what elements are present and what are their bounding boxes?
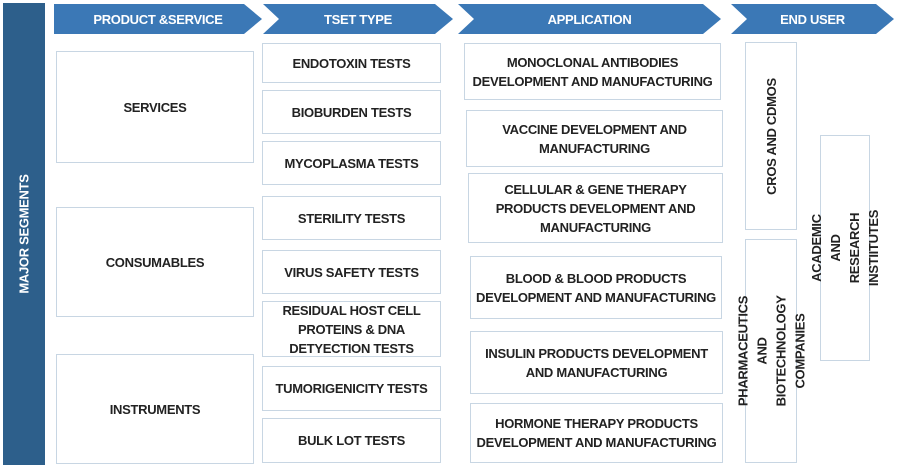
test-residual-host-cell: RESIDUAL HOST CELL PROTEINS & DNA DETYEC… <box>262 301 441 357</box>
app-blood-products: BLOOD & BLOOD PRODUCTS DEVELOPMENT AND M… <box>470 256 722 319</box>
end-user-academic: ACADEMIC AND RESEARCH INSTIITUTES <box>809 135 881 361</box>
test-virus-safety: VIRUS SAFETY TESTS <box>262 250 441 294</box>
header-test-type: TSET TYPE <box>263 4 453 34</box>
end-user-cros-cdmos: CROS AND CDMOS <box>745 42 797 230</box>
end-user-academic-label: ACADEMIC AND RESEARCH INSTIITUTES <box>809 209 882 287</box>
end-user-pharma-biotech: PHARMACEUTICS AND BIOTECHNOLOGY COMPANIE… <box>735 239 807 463</box>
app-insulin: INSULIN PRODUCTS DEVELOPMENT AND MANUFAC… <box>470 331 723 394</box>
end-user-pharma-biotech-label: PHARMACEUTICS AND BIOTECHNOLOGY COMPANIE… <box>735 295 808 407</box>
end-user-cros-cdmos-label: CROS AND CDMOS <box>763 77 779 195</box>
test-bioburden: BIOBURDEN TESTS <box>262 90 441 134</box>
test-sterility: STERILITY TESTS <box>262 196 441 240</box>
app-hormone-therapy: HORMONE THERAPY PRODUCTS DEVELOPMENT AND… <box>470 403 723 463</box>
app-monoclonal-antibodies: MONOCLONAL ANTIBODIES DEVELOPMENT AND MA… <box>464 43 721 100</box>
test-bulk-lot: BULK LOT TESTS <box>262 418 441 463</box>
product-services: SERVICES <box>56 51 254 163</box>
major-segments-bar: MAJOR SEGMENTS <box>3 3 45 465</box>
app-vaccine: VACCINE DEVELOPMENT AND MANUFACTURING <box>466 110 723 167</box>
test-tumorigenicity: TUMORIGENICITY TESTS <box>262 366 441 411</box>
app-cellular-gene-therapy: CELLULAR & GENE THERAPY PRODUCTS DEVELOP… <box>468 173 723 243</box>
major-segments-label: MAJOR SEGMENTS <box>16 174 32 294</box>
header-product-service: PRODUCT &SERVICE <box>54 4 262 34</box>
header-end-user: END USER <box>731 4 894 34</box>
product-instruments: INSTRUMENTS <box>56 354 254 464</box>
test-mycoplasma: MYCOPLASMA TESTS <box>262 141 441 185</box>
test-endotoxin: ENDOTOXIN TESTS <box>262 43 441 83</box>
header-application: APPLICATION <box>458 4 721 34</box>
product-consumables: CONSUMABLES <box>56 207 254 317</box>
